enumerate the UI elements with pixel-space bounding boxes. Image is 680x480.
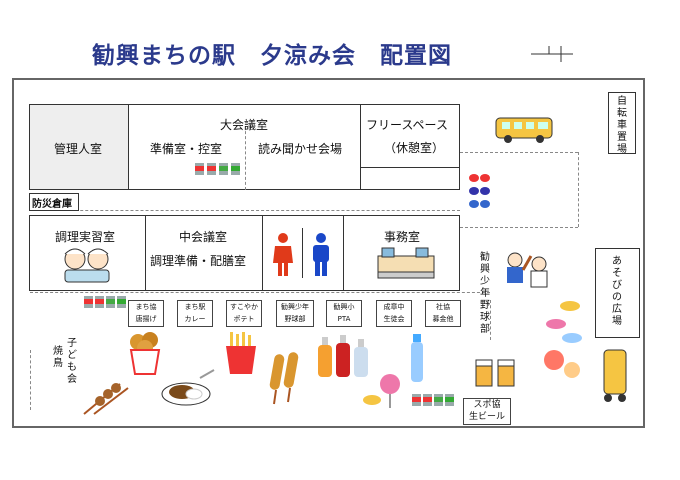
room-kanri xyxy=(29,104,129,190)
stall-line1: 社協 xyxy=(436,303,450,311)
stall-line2: 募金他 xyxy=(432,315,454,323)
stall-line1: まち協 xyxy=(135,303,157,311)
playground xyxy=(595,248,640,338)
free-space-annex xyxy=(360,168,460,190)
room-junbi-label: 準備室・控室 xyxy=(150,142,223,156)
stall-shakyo: 社協 募金他 xyxy=(425,300,461,327)
stall-line2: カレー xyxy=(184,315,206,323)
curry-plate-icon xyxy=(161,369,215,406)
stall-student-council: 成章中 生徒会 xyxy=(376,300,412,327)
walkway-line xyxy=(30,292,490,293)
stall-baseball-club: 勧興少年 野球部 xyxy=(276,300,314,327)
page-title: 勧興まちの駅 夕涼み会 配置図 xyxy=(92,43,452,69)
stall-karaage: まち協 唐揚げ xyxy=(128,300,164,327)
stall-line2: 野球部 xyxy=(284,315,306,323)
room-daikaigi-label: 大会議室 xyxy=(220,118,269,132)
baseball-players-icon xyxy=(507,252,548,288)
drinks-bottles-icon xyxy=(318,335,368,377)
toilet-male-icon xyxy=(313,233,329,276)
walkway-line xyxy=(30,350,31,410)
playground-label: あそびの広場 xyxy=(611,256,623,328)
beer-mugs-icon xyxy=(475,359,515,387)
toilet-female-icon xyxy=(273,233,293,276)
corn-dog-icon xyxy=(269,352,299,405)
walkway-line xyxy=(460,152,578,153)
bus-icon xyxy=(495,117,553,143)
fries-icon xyxy=(226,332,256,374)
room-kanri-label: 管理人室 xyxy=(54,142,103,156)
stall-line1: まち駅 xyxy=(184,303,206,311)
slippers-icon xyxy=(469,174,490,208)
playground-text: あそびの広場 xyxy=(612,256,622,327)
ramune-bottle-icon xyxy=(411,334,423,382)
walkway-line xyxy=(578,152,579,227)
stall-line2: 唐揚げ xyxy=(135,315,157,323)
room-free-space-label: フリースペース xyxy=(366,118,448,132)
bicycle-parking-text: 自転車置場 xyxy=(617,96,627,155)
room-free-space xyxy=(360,104,460,168)
candy-icon xyxy=(544,301,582,378)
room-bousai-label: 防災倉庫 xyxy=(32,199,72,210)
yakitori-label: 焼鳥 xyxy=(52,346,64,370)
trash-bins-icon xyxy=(195,163,240,175)
stall-beer: スポ協 生ビール xyxy=(463,398,511,425)
trash-bins-icon xyxy=(412,394,454,406)
walkway-line xyxy=(30,210,460,211)
room-jimu-label: 事務室 xyxy=(384,230,421,244)
walkway-line xyxy=(490,300,491,340)
kodomokai-label: 子ども会 xyxy=(66,338,78,386)
room-chouri-junbi-label: 調理準備・配膳室 xyxy=(150,254,247,268)
stall-pta: 勧興小 PTA xyxy=(326,300,362,327)
room-chouri-label: 調理実習室 xyxy=(55,230,116,244)
stall-line1: 勧興少年 xyxy=(281,303,309,311)
room-yomikikase-label: 読み聞かせ会場 xyxy=(258,142,343,156)
compass-north-icon xyxy=(531,46,573,62)
candy-lollipop-icon xyxy=(363,374,400,408)
site-boundary xyxy=(12,78,645,428)
trash-bins-icon xyxy=(84,296,126,308)
stall-line2: ポテト xyxy=(233,315,255,323)
stall-line2: 生ビール xyxy=(468,412,505,422)
stall-line2: 生徒会 xyxy=(383,315,405,323)
stall-potato: すこやか ポテト xyxy=(226,300,262,327)
room-bousai xyxy=(29,193,79,211)
baseball-club-label: 勧興少年野球部 xyxy=(479,252,491,336)
walkway-line xyxy=(460,227,578,228)
cooking-children-icon xyxy=(64,248,110,283)
baseball-club-text: 勧興少年野球部 xyxy=(480,252,490,335)
stall-line1: 勧興小 xyxy=(333,303,355,311)
yakitori-text: 焼鳥 xyxy=(53,346,63,369)
kodomokai-text: 子ども会 xyxy=(67,338,77,385)
truck-icon xyxy=(603,349,627,402)
stall-line1: 成章中 xyxy=(383,303,405,311)
stall-line1: スポ協 xyxy=(473,400,501,410)
toilet-divider xyxy=(302,228,303,278)
stall-line2: PTA xyxy=(337,315,351,323)
room-free-space-sub: （休憩室） xyxy=(384,141,445,155)
stall-line1: すこやか xyxy=(230,303,258,311)
room-divider xyxy=(245,126,246,190)
yakitori-skewers-icon xyxy=(83,383,129,415)
bicycle-parking xyxy=(608,92,636,154)
stall-curry: まち駅 カレー xyxy=(177,300,213,327)
room-chukaigi-label: 中会議室 xyxy=(179,230,228,244)
karaage-cup-icon xyxy=(129,332,161,375)
room-chukaigi xyxy=(145,215,263,291)
bicycle-parking-label: 自転車置場 xyxy=(616,96,628,156)
office-desk-icon xyxy=(377,247,435,279)
